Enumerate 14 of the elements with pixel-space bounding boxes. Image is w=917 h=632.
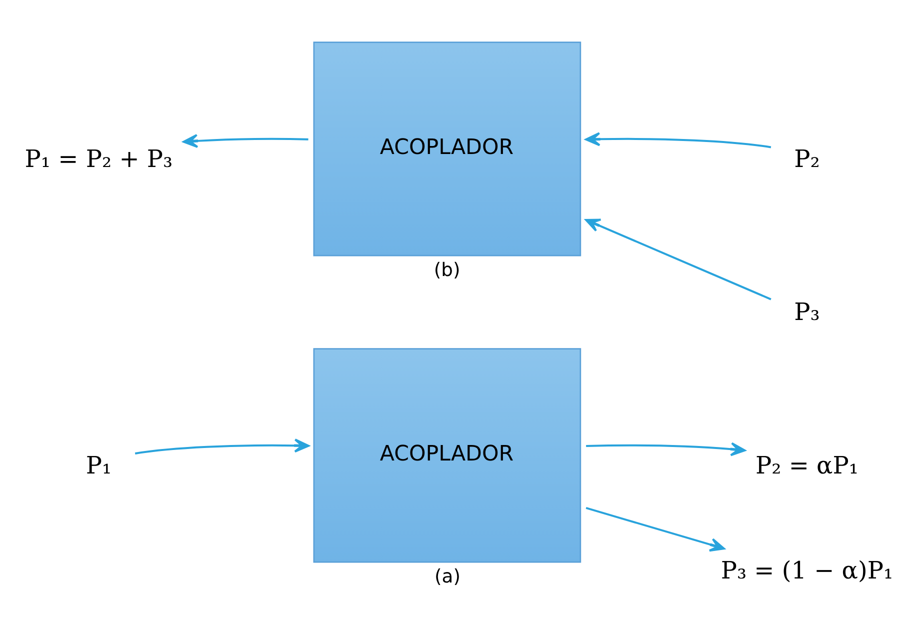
arrow	[586, 506, 725, 552]
arrow	[586, 442, 746, 456]
node-text: P₁	[86, 450, 112, 479]
arrow	[134, 438, 310, 454]
node-text: P₂	[794, 144, 820, 172]
node-text: P₃ = (1 − α)P₁	[720, 556, 894, 584]
node-label: (b)	[434, 259, 460, 280]
arrow	[585, 132, 772, 148]
node-text: P₂ = αP₁	[755, 450, 858, 479]
node-text: P₃	[794, 298, 820, 326]
arrow	[182, 133, 308, 148]
node-text: P₁ = P₂ + P₃	[24, 144, 173, 172]
arrow	[585, 218, 772, 300]
node-label: (a)	[434, 566, 460, 587]
